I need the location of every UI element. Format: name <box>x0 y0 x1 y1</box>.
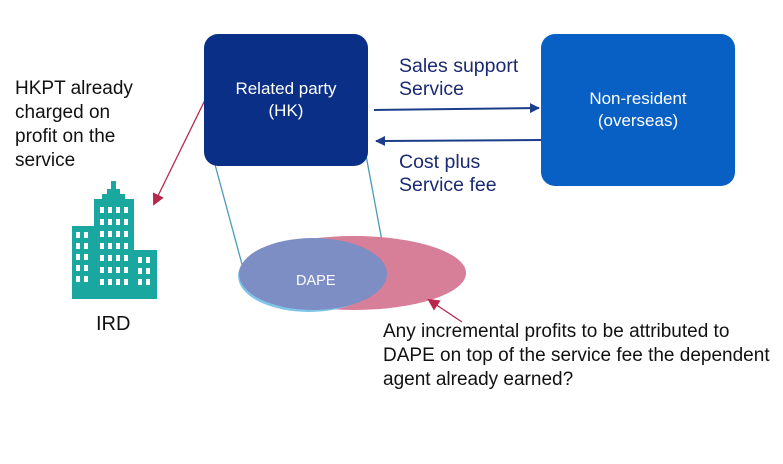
ird-label: IRD <box>96 313 131 335</box>
cost-plus-label: Cost plus Service fee <box>399 151 497 196</box>
question-note: Any incremental profits to be attributed… <box>383 321 770 390</box>
cost-plus-arrow <box>375 135 542 146</box>
building-icon <box>72 181 157 299</box>
ird-arrow <box>153 99 206 206</box>
hkpt-note: HKPT already charged on profit on the se… <box>15 78 133 171</box>
sales-support-label: Sales support Service <box>399 55 519 100</box>
question-arrow <box>427 298 463 323</box>
non-resident-box: Non-resident (overseas) <box>541 34 735 186</box>
non-resident-label: Non-resident (overseas) <box>589 89 687 130</box>
connector-line-left <box>209 145 244 269</box>
dape-label: DAPE <box>296 273 336 289</box>
related-party-box: Related party (HK) <box>204 34 368 166</box>
sales-support-arrow <box>373 103 540 114</box>
related-party-label: Related party (HK) <box>235 79 337 120</box>
dape-ellipse <box>239 238 387 310</box>
